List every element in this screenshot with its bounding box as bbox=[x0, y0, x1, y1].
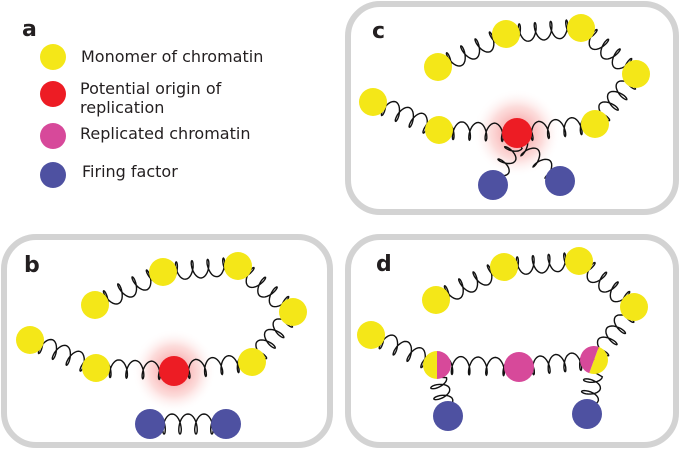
monomer-bead bbox=[567, 14, 595, 42]
origin-bead bbox=[502, 118, 532, 148]
chromatin-spring bbox=[503, 252, 580, 277]
monomer-half bbox=[589, 346, 608, 374]
chromatin-spring bbox=[435, 264, 505, 307]
chromatin-spring bbox=[437, 31, 507, 74]
chromatin-spring bbox=[94, 269, 164, 312]
half-replicated-bead bbox=[423, 351, 451, 379]
legend-origin-label-line1: Potential origin of bbox=[80, 79, 222, 98]
monomer-bead bbox=[622, 60, 650, 88]
monomer-bead bbox=[422, 286, 450, 314]
monomer-bead bbox=[224, 252, 252, 280]
monomer-bead bbox=[620, 293, 648, 321]
panel-b-diagram bbox=[16, 252, 307, 439]
replicated-half bbox=[580, 346, 599, 374]
panel-a-letter: a bbox=[22, 17, 37, 42]
firing-factor-bead bbox=[433, 401, 463, 431]
monomer-bead bbox=[425, 116, 453, 144]
half-replicated-bead bbox=[580, 346, 608, 374]
origin-bead bbox=[159, 356, 189, 386]
monomer-bead bbox=[149, 258, 177, 286]
legend-firing-factor-icon bbox=[40, 162, 66, 188]
replicated-half bbox=[437, 351, 451, 379]
panel-b-letter: b bbox=[24, 253, 40, 278]
panel-d-frame bbox=[345, 234, 679, 448]
firing-factor-spring bbox=[516, 137, 563, 182]
legend-replicated-icon bbox=[40, 123, 66, 149]
firing-factor-bead bbox=[211, 409, 241, 439]
firing-factor-bead bbox=[545, 166, 575, 196]
monomer-bead bbox=[238, 348, 266, 376]
monomer-bead bbox=[279, 298, 307, 326]
monomer-bead bbox=[424, 53, 452, 81]
legend-origin-icon bbox=[40, 81, 66, 107]
panel-d-letter: d bbox=[376, 252, 392, 277]
monomer-bead bbox=[81, 291, 109, 319]
legend-firing-factor-label: Firing factor bbox=[82, 162, 178, 181]
firing-factor-bead bbox=[572, 399, 602, 429]
monomer-bead bbox=[581, 110, 609, 138]
monomer-bead bbox=[16, 326, 44, 354]
monomer-bead bbox=[492, 20, 520, 48]
panel-b-frame bbox=[1, 234, 333, 448]
monomer-bead bbox=[82, 354, 110, 382]
legend-replicated-label: Replicated chromatin bbox=[80, 124, 250, 143]
monomer-bead bbox=[490, 253, 518, 281]
panel-c-frame bbox=[345, 1, 679, 215]
monomer-bead bbox=[357, 321, 385, 349]
panel-c-letter: c bbox=[372, 19, 385, 44]
monomer-bead bbox=[565, 247, 593, 275]
firing-factor-bead bbox=[478, 170, 508, 200]
panel-a-legend: a Monomer of chromatin Potential origin … bbox=[22, 17, 263, 188]
monomer-bead bbox=[359, 88, 387, 116]
legend-origin-label-line2: replication bbox=[80, 98, 164, 117]
panel-c-diagram bbox=[359, 14, 650, 200]
panel-d-diagram bbox=[357, 247, 648, 431]
chromatin-spring bbox=[436, 355, 520, 377]
monomer-half bbox=[423, 351, 437, 379]
chromatin-spring bbox=[505, 19, 582, 44]
legend-monomer-icon bbox=[40, 44, 66, 70]
replicated-bead bbox=[504, 352, 534, 382]
chromatin-spring bbox=[162, 257, 239, 282]
firing-factor-bead bbox=[135, 409, 165, 439]
legend-monomer-label: Monomer of chromatin bbox=[81, 47, 263, 66]
